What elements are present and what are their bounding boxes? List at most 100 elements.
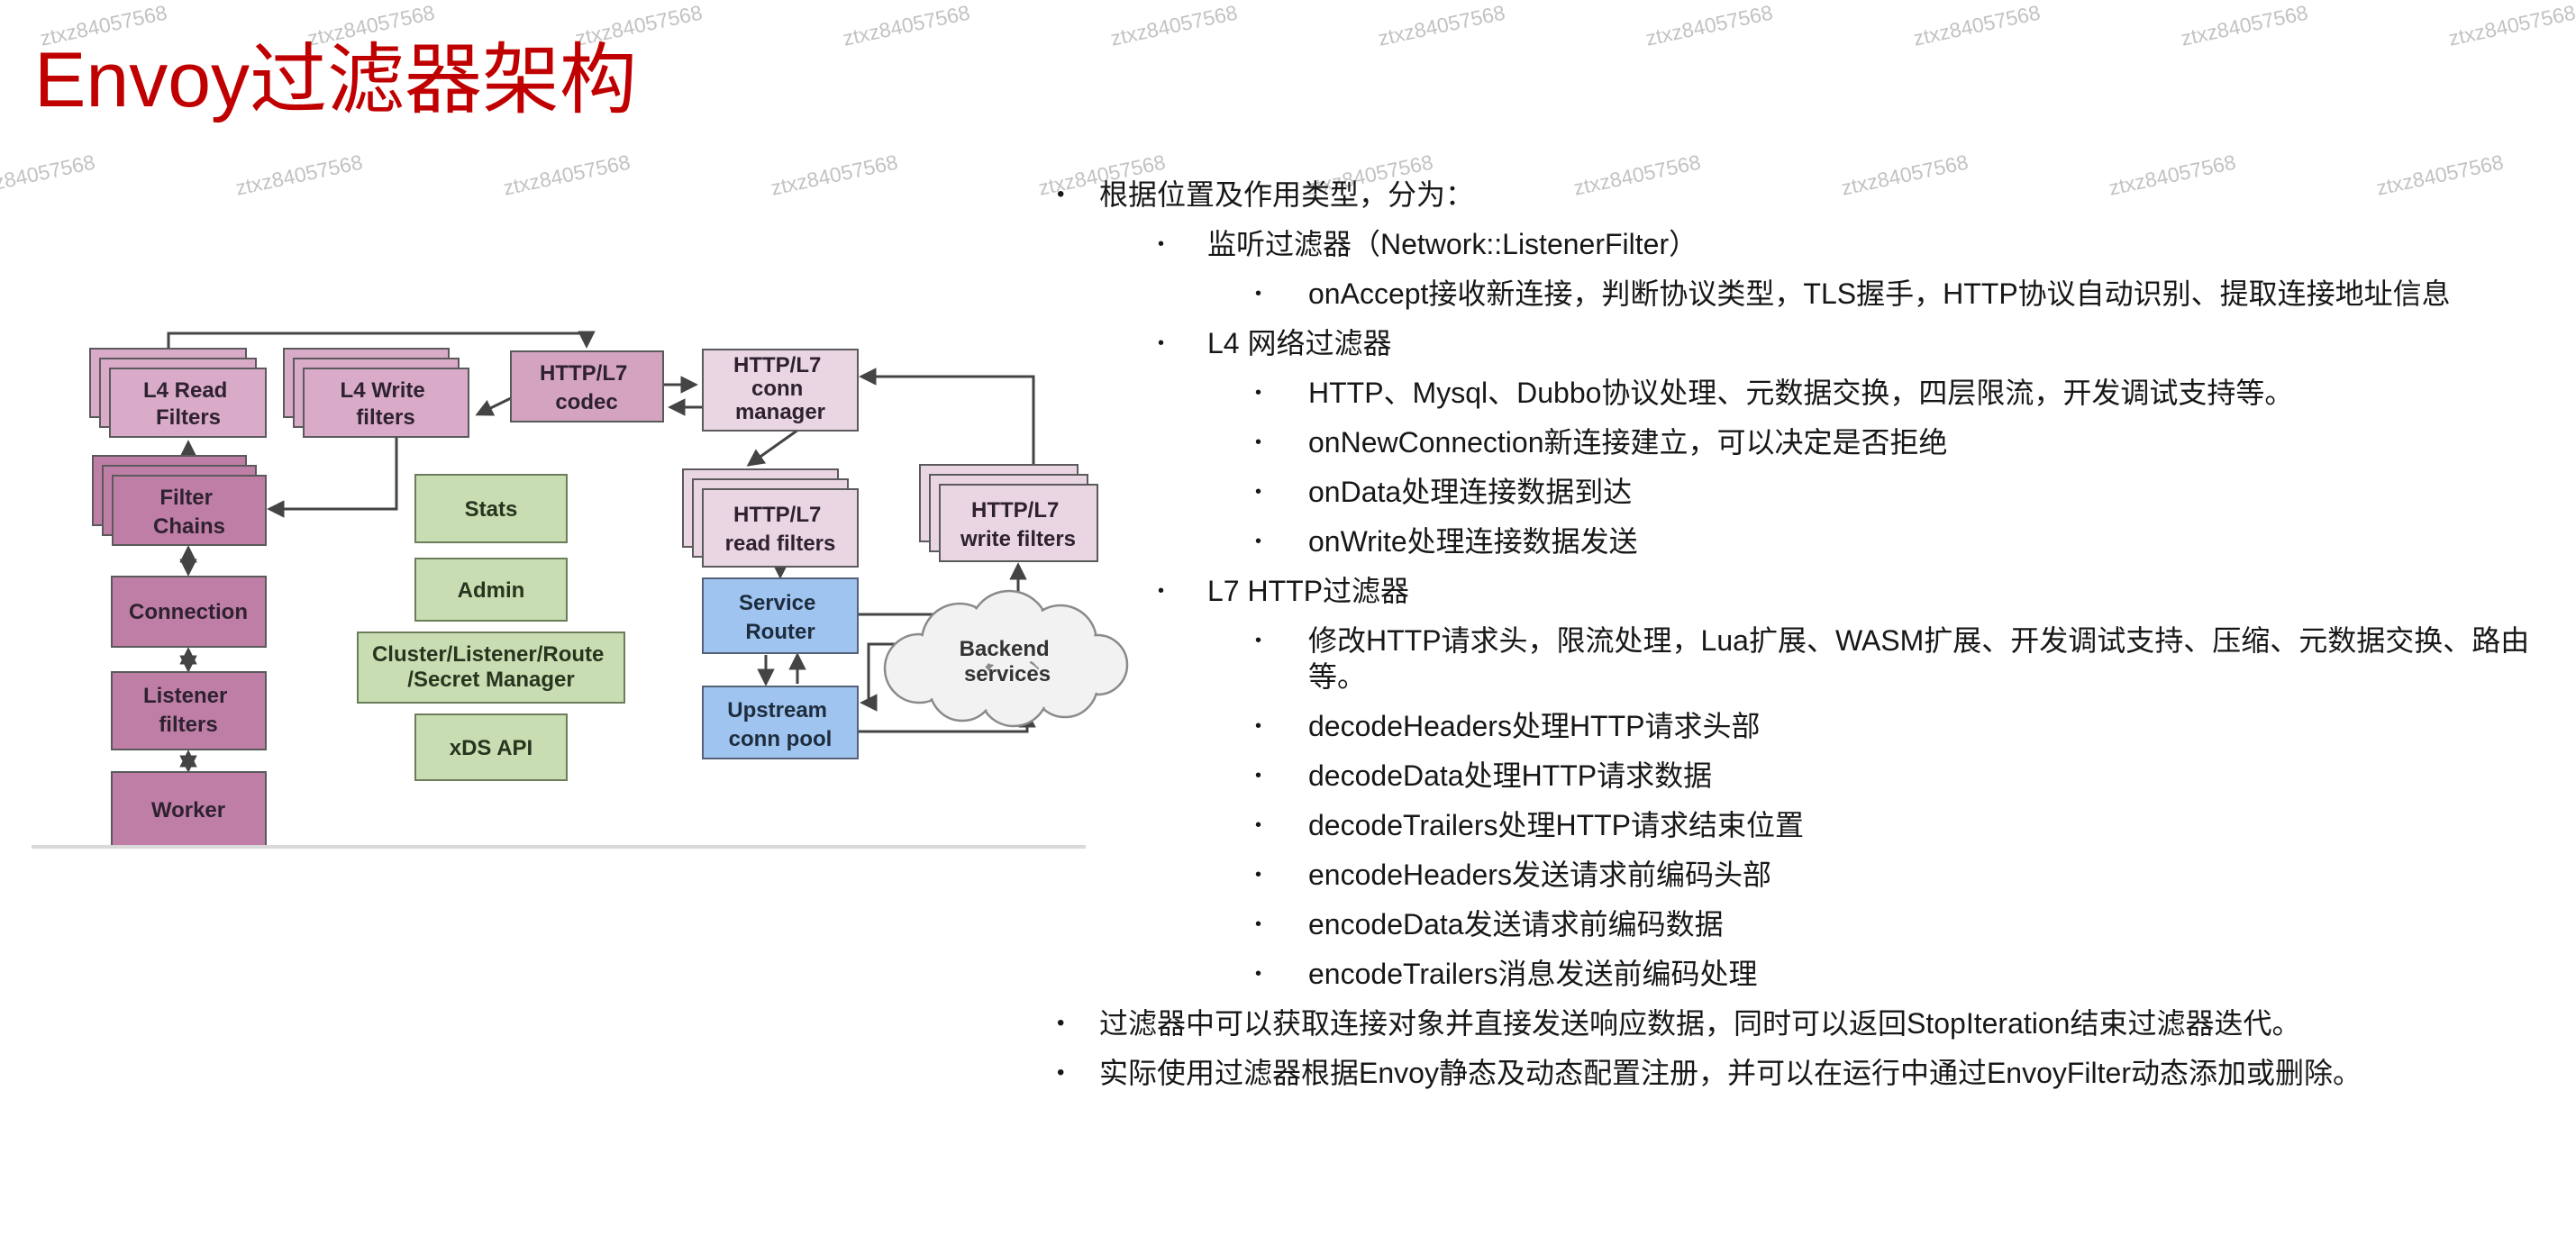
svg-text:Listener filters: Listener filters (143, 684, 233, 737)
arrow-connmanager-to-readfilters (746, 428, 799, 467)
watermark-text: ztxz84057568 (1376, 0, 1507, 50)
svg-text:Admin: Admin (458, 578, 525, 603)
svg-text:L4 Read Filters: L4 Read Filters (143, 378, 233, 430)
bullet-item: • encodeHeaders发送请求前编码头部 (1045, 857, 2568, 893)
bullet-text: onWrite处理连接数据发送 (1308, 525, 1638, 558)
bullet-text: 过滤器中可以获取连接对象并直接发送响应数据，同时可以返回StopIteratio… (1099, 1007, 2301, 1040)
box-admin: Admin (414, 558, 568, 622)
arrow-writefilters-to-connmanager (859, 368, 1035, 465)
bullet-dot: • (1255, 964, 1262, 984)
bullet-item: • 实际使用过滤器根据Envoy静态及动态配置注册，并可以在运行中通过Envoy… (1045, 1055, 2568, 1091)
bullet-text: L7 HTTP过滤器 (1207, 575, 1410, 607)
arrow-l4read-to-codec (167, 331, 596, 349)
box-filter-chains: Filter Chains (92, 455, 267, 546)
backend-services-cloud: Backend services (883, 589, 1129, 728)
box-connection: Connection (111, 576, 267, 648)
bullet-text: encodeHeaders发送请求前编码头部 (1308, 859, 1771, 891)
bullet-item: • onData处理连接数据到达 (1045, 474, 2568, 510)
bullet-item: • L7 HTTP过滤器 (1045, 573, 2568, 609)
bullet-text: onData处理连接数据到达 (1308, 476, 1633, 508)
box-stats: Stats (414, 474, 568, 543)
bullet-text: HTTP、Mysql、Dubbo协议处理、元数据交换，四层限流，开发调试支持等。 (1308, 377, 2294, 409)
bullet-item: • 修改HTTP请求头，限流处理，Lua扩展、WASM扩展、开发调试支持、压缩、… (1045, 622, 2568, 695)
bullet-text: onNewConnection新连接建立，可以决定是否拒绝 (1308, 426, 1948, 459)
box-http-l7-codec: HTTP/L7 codec (510, 350, 664, 423)
svg-text:Filter Chains: Filter Chains (153, 486, 225, 539)
bullet-item: • onWrite处理连接数据发送 (1045, 523, 2568, 559)
box-http-l7-write-filters: HTTP/L7 write filters (919, 464, 1098, 562)
divider-line (32, 845, 1086, 849)
bullet-text: encodeTrailers消息发送前编码处理 (1308, 958, 1758, 990)
bullet-item: • 根据位置及作用类型，分为： (1045, 177, 2568, 213)
bullet-dot: • (1255, 766, 1262, 786)
bullet-text: 修改HTTP请求头，限流处理，Lua扩展、WASM扩展、开发调试支持、压缩、元数… (1308, 624, 2530, 693)
watermark-text: ztxz84057568 (501, 150, 633, 200)
bullet-dot: • (1255, 284, 1262, 304)
page-title: Envoy过滤器架构 (34, 37, 638, 123)
watermark-text: ztxz84057568 (0, 150, 97, 200)
bullet-dot: • (1158, 333, 1165, 353)
bullet-text: encodeData发送请求前编码数据 (1308, 908, 1724, 941)
arrow-codec-to-l4write (475, 396, 512, 416)
svg-text:Service Router: Service Router (739, 591, 822, 644)
svg-text:Worker: Worker (151, 798, 225, 822)
bullet-dot: • (1057, 182, 1065, 206)
bullet-dot: • (1255, 865, 1262, 885)
watermark-text: ztxz84057568 (2446, 0, 2576, 50)
cloud-label-line1: Backend (960, 637, 1050, 661)
watermark-text: ztxz84057568 (1108, 0, 1240, 50)
bullet-item: • L4 网络过滤器 (1045, 325, 2568, 361)
watermark-text: ztxz84057568 (2179, 0, 2310, 50)
watermark-text: ztxz84057568 (1643, 0, 1775, 50)
bullet-item: • HTTP、Mysql、Dubbo协议处理、元数据交换，四层限流，开发调试支持… (1045, 375, 2568, 411)
bullet-dot: • (1255, 482, 1262, 502)
box-l4-write-filters: L4 Write filters (283, 348, 469, 438)
envoy-architecture-diagram: Backend services L4 Read Filters L4 Writ… (89, 331, 1129, 847)
bullet-item: • onNewConnection新连接建立，可以决定是否拒绝 (1045, 424, 2568, 460)
svg-text:HTTP/L7 read filters: HTTP/L7 read filters (725, 503, 836, 556)
svg-text:Upstream conn pool: Upstream conn pool (727, 698, 833, 751)
svg-text:Connection: Connection (129, 600, 248, 624)
svg-text:L4 Write filters: L4 Write filters (341, 378, 432, 430)
watermark-text: ztxz84057568 (1911, 0, 2043, 50)
bullet-item: • 监听过滤器（Network::ListenerFilter） (1045, 226, 2568, 262)
cloud-label-line2: services (964, 662, 1051, 686)
bullet-dot: • (1255, 432, 1262, 452)
box-cluster-listener-route-secret-manager: Cluster/Listener/Route /Secret Manager (357, 632, 625, 704)
box-http-l7-conn-manager: HTTP/L7 conn manager (702, 349, 859, 432)
bullet-dot: • (1255, 815, 1262, 835)
svg-text:Stats: Stats (465, 497, 518, 522)
box-l4-read-filters: L4 Read Filters (89, 348, 267, 438)
watermark-text: ztxz84057568 (841, 0, 972, 50)
bullet-text: L4 网络过滤器 (1207, 327, 1392, 359)
box-listener-filters: Listener filters (111, 671, 267, 750)
bullet-dot: • (1255, 914, 1262, 934)
svg-text:Cluster/Listener/Route: Cluster/Listener/Route /Secret Manager (372, 642, 610, 692)
svg-text:Backend services: Backend services (960, 637, 1056, 686)
bullet-text: 监听过滤器（Network::ListenerFilter） (1207, 228, 1698, 260)
watermark-text: ztxz84057568 (233, 150, 365, 200)
svg-text:xDS API: xDS API (450, 736, 532, 760)
bullet-item: • decodeData处理HTTP请求数据 (1045, 758, 2568, 794)
bullet-dot: • (1255, 716, 1262, 736)
bullet-text: decodeTrailers处理HTTP请求结束位置 (1308, 809, 1805, 841)
box-upstream-conn-pool: Upstream conn pool (702, 686, 859, 759)
bullet-item: • decodeTrailers处理HTTP请求结束位置 (1045, 807, 2568, 843)
svg-text:HTTP/L7 write filters: HTTP/L7 write filters (960, 498, 1076, 551)
watermark-text: ztxz84057568 (769, 150, 900, 200)
bullet-text: decodeHeaders处理HTTP请求头部 (1308, 710, 1761, 742)
bullet-item: • onAccept接收新连接，判断协议类型，TLS握手，HTTP协议自动识别、… (1045, 276, 2568, 312)
bullet-dot: • (1255, 383, 1262, 403)
arrow-l4write-to-filterchains (267, 437, 398, 518)
box-xds-api: xDS API (414, 713, 568, 781)
bullet-item: • 过滤器中可以获取连接对象并直接发送响应数据，同时可以返回StopIterat… (1045, 1005, 2568, 1041)
bullet-text: 实际使用过滤器根据Envoy静态及动态配置注册，并可以在运行中通过EnvoyFi… (1099, 1057, 2362, 1089)
box-service-router: Service Router (702, 577, 859, 654)
svg-text:HTTP/L7 conn m: HTTP/L7 conn manager (733, 353, 827, 424)
bullet-item: • encodeTrailers消息发送前编码处理 (1045, 956, 2568, 992)
bullet-dot: • (1158, 234, 1165, 254)
bullet-dot: • (1057, 1011, 1065, 1035)
bullet-item: • encodeData发送请求前编码数据 (1045, 906, 2568, 942)
bullet-list: • 根据位置及作用类型，分为： • 监听过滤器（Network::Listene… (1045, 177, 2568, 1104)
